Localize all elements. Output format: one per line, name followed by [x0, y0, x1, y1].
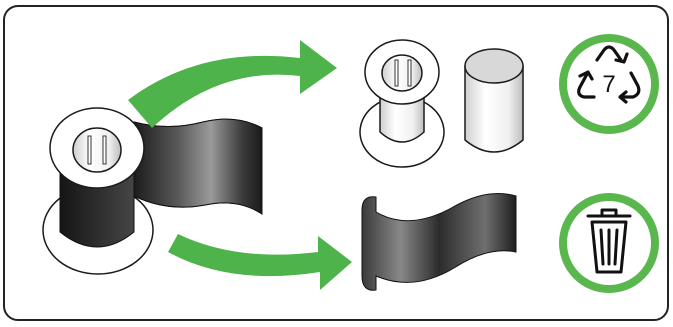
trash-badge — [559, 193, 659, 293]
resin-code-label: 7 — [602, 71, 615, 98]
recycle-badge: 7 — [559, 34, 659, 134]
empty-core-tube — [465, 49, 523, 152]
